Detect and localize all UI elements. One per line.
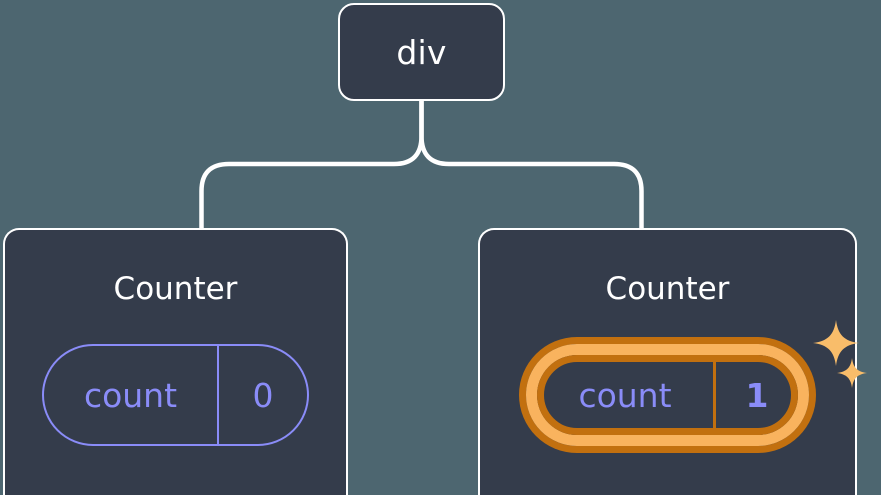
node-counter-right-label: Counter	[605, 271, 730, 307]
sparkle-icon	[813, 320, 859, 366]
state-pill-divider-right	[713, 355, 716, 435]
state-pill-right[interactable]: count 1	[526, 344, 809, 446]
state-pill-left[interactable]: count 0	[42, 344, 309, 446]
state-value-right: 1	[745, 375, 769, 415]
node-div-label: div	[396, 32, 447, 72]
state-pill-wrapper-left: count 0	[42, 344, 309, 446]
node-counter-right[interactable]: Counter count 1	[478, 228, 867, 495]
sparkle-small-icon	[837, 358, 867, 388]
state-key-right: count	[578, 375, 672, 415]
state-pill-wrapper-right: count 1	[526, 320, 867, 446]
edge-to-left-counter	[199, 98, 424, 232]
state-value-left: 0	[252, 375, 274, 415]
node-counter-left[interactable]: Counter count 0	[3, 228, 348, 495]
state-pill-divider-left	[217, 346, 219, 444]
node-counter-left-label: Counter	[113, 271, 238, 307]
node-div[interactable]: div	[338, 3, 505, 101]
sparkle-group	[809, 320, 879, 446]
state-key-left: count	[83, 375, 178, 415]
edge-to-right-counter	[419, 98, 644, 232]
